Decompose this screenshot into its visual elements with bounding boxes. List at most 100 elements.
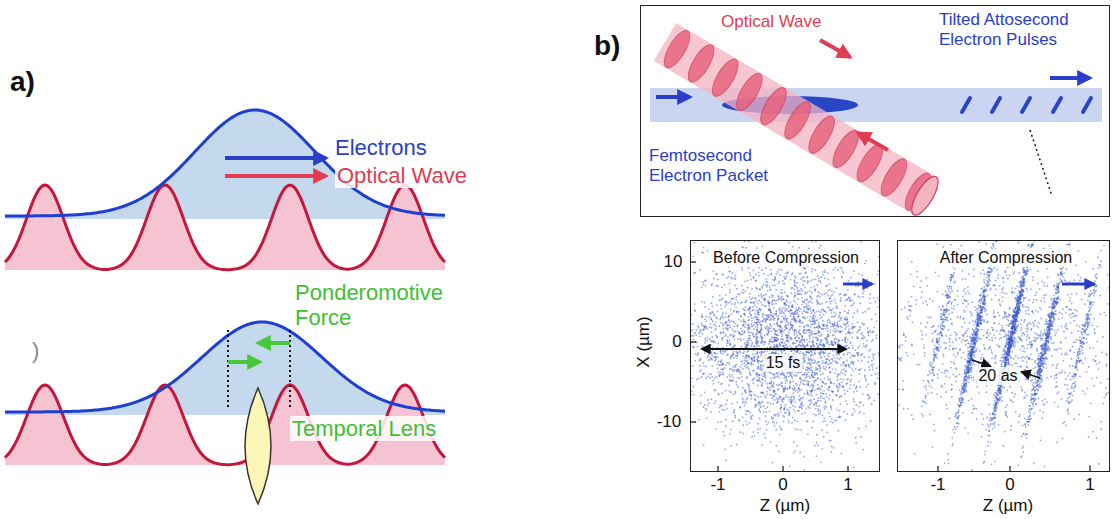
electron-dot xyxy=(748,340,750,342)
electron-dot xyxy=(845,363,847,365)
electron-dot xyxy=(807,344,809,346)
electron-dot xyxy=(829,395,831,397)
electron-dot xyxy=(736,384,738,386)
wave-fill xyxy=(5,185,445,270)
electron-dot xyxy=(813,374,815,376)
electron-dot xyxy=(807,282,809,284)
electron-dot xyxy=(810,391,812,393)
electron-dot xyxy=(715,356,717,358)
electron-dot xyxy=(768,303,770,305)
electron-dot xyxy=(797,392,799,394)
electron-dot xyxy=(770,312,772,314)
electron-dot xyxy=(838,354,840,356)
electron-dot xyxy=(875,313,877,315)
electron-dot xyxy=(746,362,748,364)
electron-dot xyxy=(698,327,700,329)
dotted-line xyxy=(227,330,229,410)
electron-dot xyxy=(713,315,715,317)
electron-dot xyxy=(775,330,777,332)
electron-dot xyxy=(822,271,824,273)
electron-dot xyxy=(812,341,814,343)
electron-dot xyxy=(700,331,702,333)
electron-dot xyxy=(760,324,762,326)
electron-dot xyxy=(733,409,735,411)
electron-dot xyxy=(811,367,813,369)
electron-dot xyxy=(814,353,816,355)
electron-dot xyxy=(758,308,760,310)
electron-dot xyxy=(810,354,812,356)
electron-dot xyxy=(728,270,730,272)
electron-dot xyxy=(803,301,805,303)
electron-dot xyxy=(861,332,863,334)
electron-dot xyxy=(757,324,759,326)
electron-dot xyxy=(757,353,759,355)
electron-dot xyxy=(691,335,693,337)
electron-dot xyxy=(726,301,728,303)
electron-dot xyxy=(760,406,762,408)
electron-dot xyxy=(748,410,750,412)
electron-dot xyxy=(843,389,845,391)
electron-dot xyxy=(841,453,843,455)
electron-dot xyxy=(794,406,796,408)
electron-dot xyxy=(756,306,758,308)
electron-dot xyxy=(732,336,734,338)
electron-dot xyxy=(757,332,759,334)
electron-dot xyxy=(818,330,820,332)
electron-dot xyxy=(793,316,795,318)
electron-dot xyxy=(731,355,733,357)
electron-dot xyxy=(718,299,720,301)
electron-dot xyxy=(850,277,852,279)
electron-dot xyxy=(873,358,875,360)
electron-dot xyxy=(761,392,763,394)
electron-dot xyxy=(838,383,840,385)
electron-dot xyxy=(811,360,813,362)
electron-dot xyxy=(845,337,847,339)
electron-dot xyxy=(700,394,702,396)
electron-dot xyxy=(755,287,757,289)
electron-dot xyxy=(731,272,733,274)
electron-dot xyxy=(788,414,790,416)
electron-dot xyxy=(758,295,760,297)
electron-dot xyxy=(750,298,752,300)
electron-dot xyxy=(868,333,870,335)
electron-dot xyxy=(785,412,787,414)
electron-dot xyxy=(756,334,758,336)
electron-dot xyxy=(735,322,737,324)
electron-dot xyxy=(767,350,769,352)
wave-end xyxy=(907,173,943,219)
electron-dot xyxy=(805,355,807,357)
electron-dot xyxy=(772,316,774,318)
electron-dot xyxy=(824,383,826,385)
electron-dot xyxy=(811,374,813,376)
electron-dot xyxy=(840,267,842,269)
electron-dot xyxy=(770,318,772,320)
electron-dot xyxy=(712,270,714,272)
electron-dot xyxy=(810,296,812,298)
electron-dot xyxy=(858,428,860,430)
electron-dot xyxy=(732,376,734,378)
electron-dot xyxy=(870,420,872,422)
electron-dot xyxy=(747,362,749,364)
electron-dot xyxy=(758,312,760,314)
electron-dot xyxy=(820,344,822,346)
electron-dot xyxy=(811,374,813,376)
electron-dot xyxy=(868,350,870,352)
electron-dot xyxy=(755,353,757,355)
electron-dot xyxy=(823,406,825,408)
electron-dot xyxy=(720,405,722,407)
electron-dot xyxy=(803,267,805,269)
electron-dot xyxy=(715,376,717,378)
electron-dot xyxy=(840,357,842,359)
electron-dot xyxy=(810,326,812,328)
electron-dot xyxy=(769,324,771,326)
electron-dot xyxy=(778,398,780,400)
electron-dot xyxy=(754,313,756,315)
electron-dot xyxy=(694,272,696,274)
electron-dot xyxy=(774,399,776,401)
electron-dot xyxy=(742,289,744,291)
electron-dot xyxy=(802,280,804,282)
electron-dot xyxy=(811,271,813,273)
electron-dot xyxy=(722,346,724,348)
electron-dot xyxy=(724,367,726,369)
electron-dot xyxy=(691,413,692,415)
